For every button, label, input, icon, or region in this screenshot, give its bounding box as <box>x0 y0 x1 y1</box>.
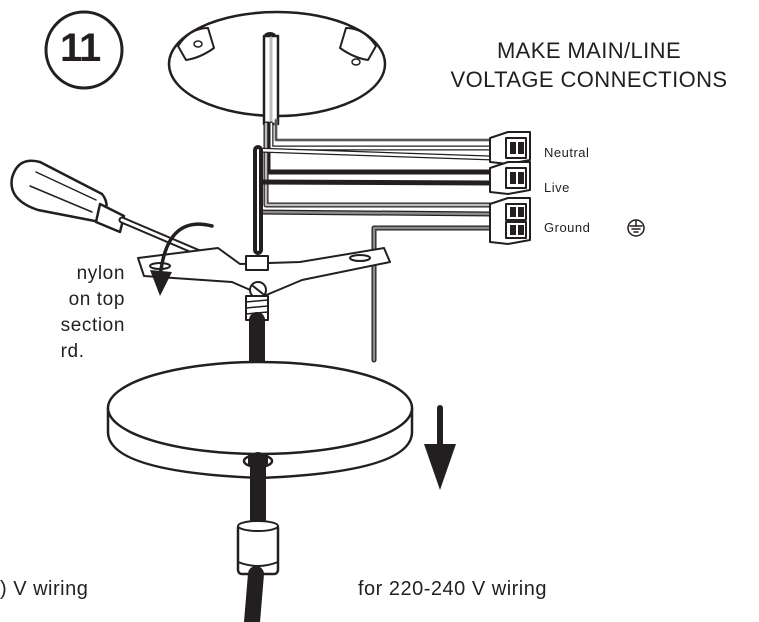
side-note: nylon on top section rd. <box>61 261 125 365</box>
wiring-caption-left: ) V wiring <box>0 578 89 600</box>
supply-wires <box>263 118 495 208</box>
terminal-block-live <box>489 161 531 195</box>
side-note-line-1: nylon <box>76 263 125 284</box>
terminal-block-ground <box>489 197 531 245</box>
side-note-line-3: section <box>60 315 125 336</box>
terminal-label-live: Live <box>544 180 570 195</box>
terminal-label-neutral: Neutral <box>544 145 590 160</box>
down-arrow-icon <box>424 405 456 490</box>
terminal-block-neutral <box>489 131 531 165</box>
pendant-cord <box>236 452 280 622</box>
fixture-canopy <box>106 360 414 480</box>
side-note-line-4: rd. <box>60 341 85 362</box>
step-badge-circle <box>44 10 124 90</box>
mounting-crossbar <box>137 247 391 321</box>
wiring-caption-right: for 220-240 V wiring <box>358 578 547 600</box>
wire-conduit <box>262 34 280 126</box>
step-number: 11 <box>60 26 101 70</box>
title-line-1: MAKE MAIN/LINE <box>496 38 682 63</box>
fixture-wires <box>253 145 495 363</box>
page-title: MAKE MAIN/LINE VOLTAGE CONNECTIONS <box>424 36 754 94</box>
terminal-label-ground: Ground <box>544 220 591 235</box>
curved-arrow-icon <box>150 222 214 296</box>
ground-symbol-icon <box>627 219 645 237</box>
title-line-2: VOLTAGE CONNECTIONS <box>450 67 728 92</box>
side-note-line-2: on top <box>68 289 125 310</box>
